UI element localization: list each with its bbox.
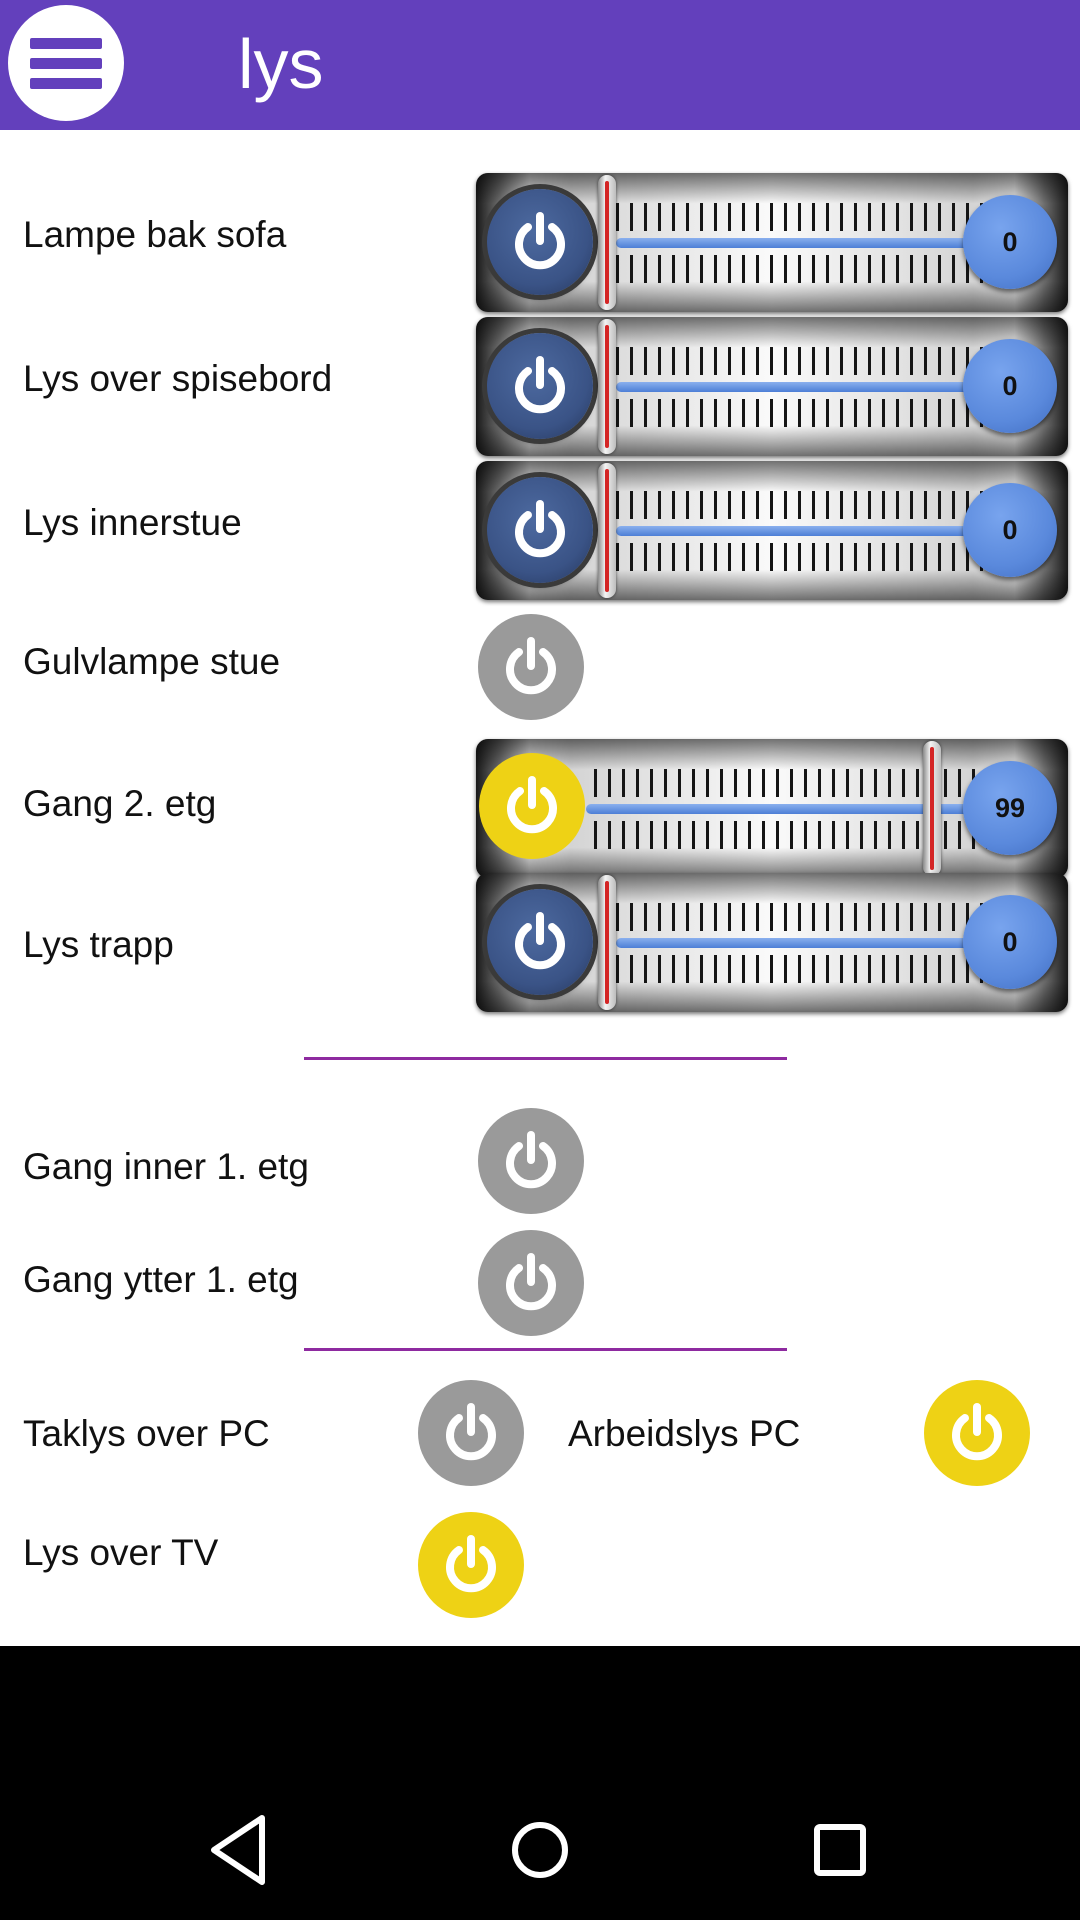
slider-handle[interactable] — [598, 463, 616, 598]
dimmer-control: 0 — [476, 873, 1068, 1012]
dim-level-value: 0 — [963, 195, 1057, 289]
slider-handle[interactable] — [598, 175, 616, 310]
power-toggle-button[interactable] — [924, 1380, 1030, 1486]
app-bar: lys — [0, 0, 1080, 130]
slider-ticks — [594, 769, 1014, 797]
device-label: Lampe bak sofa — [23, 214, 287, 255]
device-label: Lys innerstue — [23, 502, 242, 543]
power-toggle-button[interactable] — [418, 1512, 524, 1618]
dim-level-value: 0 — [963, 339, 1057, 433]
power-icon — [507, 776, 557, 834]
slider-handle[interactable] — [598, 875, 616, 1010]
power-toggle-button[interactable] — [418, 1380, 524, 1486]
menu-button[interactable] — [8, 5, 124, 121]
slider-track[interactable] — [616, 238, 1026, 248]
power-toggle-button[interactable] — [478, 1230, 584, 1336]
dimmer-control: 0 — [476, 317, 1068, 456]
slider-ticks — [616, 255, 1021, 283]
back-triangle-icon[interactable] — [190, 1810, 290, 1890]
power-icon — [515, 356, 565, 414]
power-icon — [506, 637, 556, 695]
power-icon — [515, 212, 565, 270]
dim-level-value: 99 — [963, 761, 1057, 855]
device-label: Arbeidslys PC — [568, 1413, 801, 1454]
power-icon — [952, 1403, 1002, 1461]
section-divider — [304, 1057, 787, 1060]
dimmer-control: 0 — [476, 461, 1068, 600]
slider-ticks — [616, 203, 1021, 231]
dimmer-control: 0 — [476, 173, 1068, 312]
power-icon — [515, 912, 565, 970]
power-icon — [506, 1253, 556, 1311]
device-label: Lys trapp — [23, 924, 174, 965]
home-circle-icon[interactable] — [490, 1810, 590, 1890]
slider-ticks — [594, 821, 1014, 849]
dim-level-value: 0 — [963, 895, 1057, 989]
device-label: Lys over spisebord — [23, 358, 333, 399]
slider-handle[interactable] — [923, 741, 941, 876]
slider-track[interactable] — [616, 526, 1026, 536]
dim-level-value: 0 — [963, 483, 1057, 577]
page-title: lys — [238, 25, 324, 103]
power-icon — [506, 1131, 556, 1189]
slider-handle[interactable] — [598, 319, 616, 454]
device-label: Gulvlampe stue — [23, 641, 281, 682]
power-icon — [515, 500, 565, 558]
dimmer-control: 99 — [476, 739, 1068, 878]
device-label: Lys over TV — [23, 1532, 219, 1573]
slider-track[interactable] — [616, 938, 1026, 948]
power-icon — [446, 1403, 496, 1461]
recents-square-icon[interactable] — [790, 1810, 890, 1890]
slider-ticks — [616, 491, 1021, 519]
power-toggle-button[interactable] — [478, 1108, 584, 1214]
device-label: Gang inner 1. etg — [23, 1146, 309, 1187]
power-toggle-button[interactable] — [479, 753, 585, 859]
slider-ticks — [616, 347, 1021, 375]
device-label: Taklys over PC — [23, 1413, 270, 1454]
power-icon — [446, 1535, 496, 1593]
slider-ticks — [616, 903, 1021, 931]
slider-ticks — [616, 399, 1021, 427]
slider-ticks — [616, 955, 1021, 983]
power-toggle-button[interactable] — [487, 477, 593, 583]
device-label: Gang 2. etg — [23, 783, 217, 824]
power-toggle-button[interactable] — [478, 614, 584, 720]
power-toggle-button[interactable] — [487, 189, 593, 295]
section-divider — [304, 1348, 787, 1351]
device-label: Gang ytter 1. etg — [23, 1259, 299, 1300]
slider-track[interactable] — [586, 804, 1026, 814]
slider-track[interactable] — [616, 382, 1026, 392]
slider-ticks — [616, 543, 1021, 571]
power-toggle-button[interactable] — [487, 333, 593, 439]
power-toggle-button[interactable] — [487, 889, 593, 995]
